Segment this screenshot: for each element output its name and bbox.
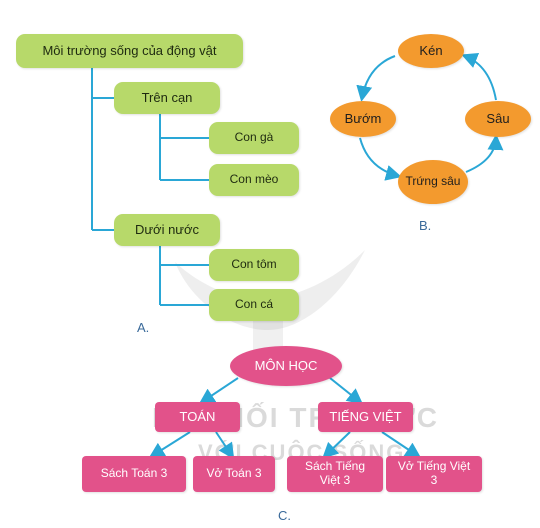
node-chicken: Con gà xyxy=(209,122,299,154)
node-butterfly: Bướm xyxy=(330,101,396,137)
arrow-vietnamese-to-book xyxy=(322,431,351,459)
arrow-sau-to-ken xyxy=(461,53,497,101)
arrow-subject-to-math xyxy=(198,377,239,405)
node-shrimp: Con tôm xyxy=(209,249,299,281)
node-habitat-root: Môi trường sống của động vật xyxy=(16,34,243,68)
arrow-math-to-notebook xyxy=(215,431,235,460)
node-subjects-root: MÔN HỌC xyxy=(230,346,342,386)
node-vietnamese: TIẾNG VIỆT xyxy=(318,402,413,432)
node-math-book: Sách Toán 3 xyxy=(82,456,186,492)
node-on-land: Trên cạn xyxy=(114,82,220,114)
node-math: TOÁN xyxy=(155,402,240,432)
node-under-water: Dưới nước xyxy=(114,214,220,246)
node-caterpillar: Sâu xyxy=(465,101,531,137)
node-egg: Trứng sâu xyxy=(398,160,468,204)
node-vietnamese-book: Sách Tiếng Việt 3 xyxy=(287,456,383,492)
arrow-vietnamese-to-notebook xyxy=(381,431,422,459)
label-c: C. xyxy=(278,508,291,523)
arrow-math-to-book xyxy=(148,431,191,459)
node-math-notebook: Vở Toán 3 xyxy=(193,456,275,492)
arrow-butterfly-to-egg xyxy=(359,137,402,181)
arrow-subject-to-vietnamese xyxy=(329,377,364,405)
node-fish: Con cá xyxy=(209,289,299,321)
arrow-ken-to-butterfly xyxy=(356,55,396,102)
node-cocoon: Kén xyxy=(398,34,464,68)
label-a: A. xyxy=(137,320,150,335)
arrow-egg-to-sau xyxy=(465,134,504,173)
label-b: B. xyxy=(419,218,432,233)
node-cat: Con mèo xyxy=(209,164,299,196)
node-vietnamese-notebook: Vở Tiếng Việt 3 xyxy=(386,456,482,492)
